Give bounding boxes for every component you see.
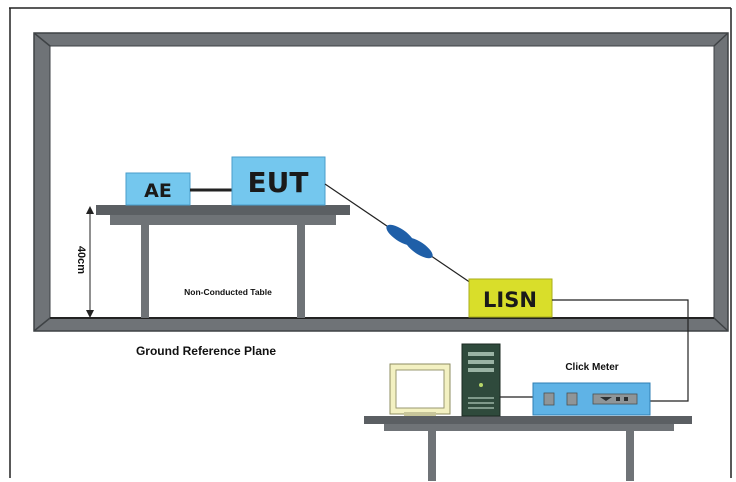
ferrite-clamp-2 bbox=[405, 237, 433, 259]
height-dimension bbox=[86, 206, 94, 318]
ae-label: AE bbox=[144, 180, 172, 202]
height-label: 40cm bbox=[75, 246, 87, 274]
equipment-table bbox=[364, 416, 692, 481]
click-meter-device bbox=[532, 382, 651, 416]
lisn-label: LISN bbox=[483, 288, 537, 312]
ground-plane-label: Ground Reference Plane bbox=[136, 344, 276, 358]
eut-box bbox=[231, 156, 326, 206]
click-meter-label: Click Meter bbox=[565, 362, 618, 373]
eut-label: EUT bbox=[248, 166, 309, 199]
table-label: Non-Conducted Table bbox=[184, 287, 272, 297]
lisn-meter-cable bbox=[552, 299, 689, 402]
pc-tower bbox=[461, 343, 501, 417]
non-conducted-table bbox=[96, 205, 350, 318]
monitor bbox=[389, 363, 451, 416]
lisn-box bbox=[468, 278, 553, 318]
